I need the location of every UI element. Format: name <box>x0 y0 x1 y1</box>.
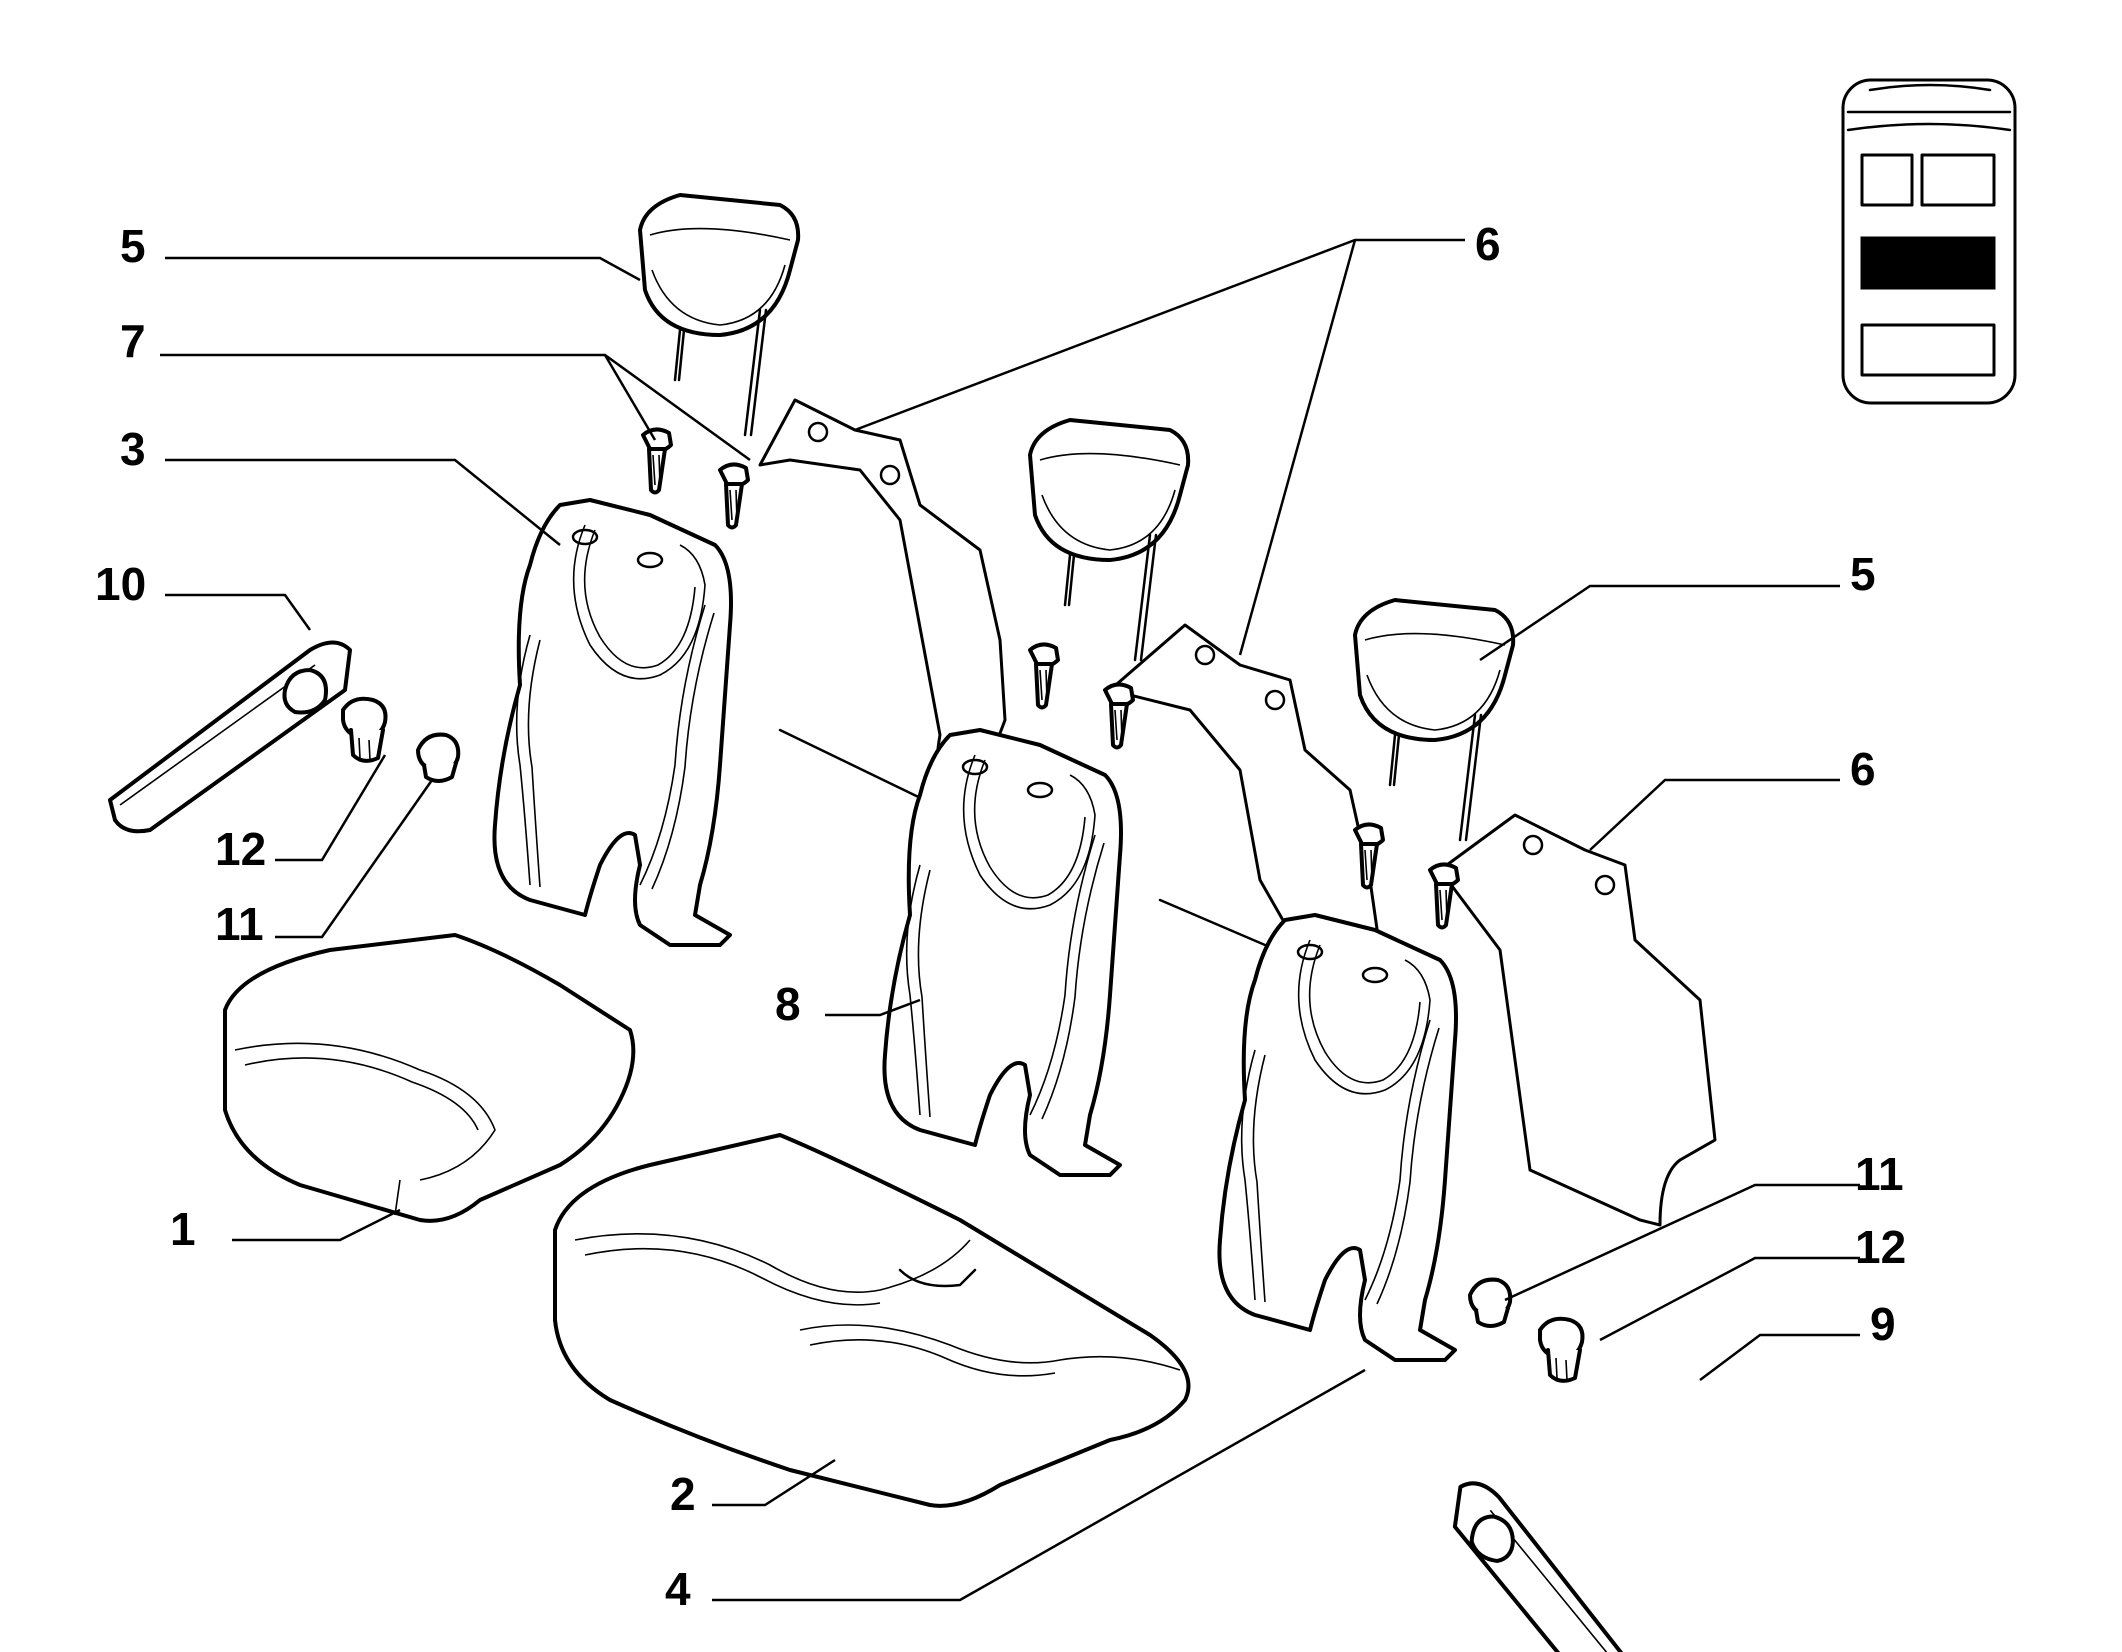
locator-rear-row <box>1860 323 1996 377</box>
vehicle-locator-icon <box>1841 78 2017 405</box>
armrest-left <box>108 640 352 834</box>
seat-cushion-center <box>553 1133 1191 1508</box>
callout-12: 12 <box>215 823 266 875</box>
callout-1: 1 <box>170 1203 196 1255</box>
callout-5: 5 <box>1850 548 1876 600</box>
backrest-right <box>1217 913 1458 1362</box>
callout-10: 10 <box>95 558 146 610</box>
headrest-guide <box>1103 682 1135 750</box>
headrest-guide <box>718 462 750 530</box>
locator-middle-row <box>1860 236 1996 290</box>
callout-9: 9 <box>1870 1298 1896 1350</box>
rear-panel-center <box>1108 623 1382 962</box>
headrest-guide <box>1428 862 1460 930</box>
backrest-left <box>492 498 733 947</box>
callout-8: 8 <box>775 978 801 1030</box>
seat-cushion-left <box>223 933 636 1223</box>
callout-6: 6 <box>1850 743 1876 795</box>
plug-right <box>1468 1277 1513 1328</box>
plug-left <box>416 732 461 783</box>
callout-11: 11 <box>1855 1148 1904 1200</box>
callout-12: 12 <box>1855 1221 1906 1273</box>
bushing-left <box>341 696 388 763</box>
armrest-right <box>1411 1477 1697 1652</box>
rear-panel-left <box>758 398 1007 777</box>
callout-11: 11 <box>215 898 264 950</box>
headrest-center <box>1028 418 1191 662</box>
locator-front-right <box>1920 153 1996 207</box>
backrest-center <box>882 728 1123 1177</box>
callout-4: 4 <box>665 1563 691 1615</box>
rear-panel-right <box>1438 813 1717 1227</box>
callout-2: 2 <box>670 1468 696 1520</box>
locator-front-left <box>1860 153 1914 207</box>
headrest-guide <box>641 427 673 495</box>
headrest-right <box>1353 598 1516 842</box>
headrest-guide <box>1028 642 1060 710</box>
callout-3: 3 <box>120 423 146 475</box>
bushing-right <box>1538 1316 1585 1383</box>
callout-6: 6 <box>1475 218 1501 270</box>
leader-lines <box>160 238 1860 1602</box>
callout-5: 5 <box>120 220 146 272</box>
callout-7: 7 <box>120 315 146 367</box>
